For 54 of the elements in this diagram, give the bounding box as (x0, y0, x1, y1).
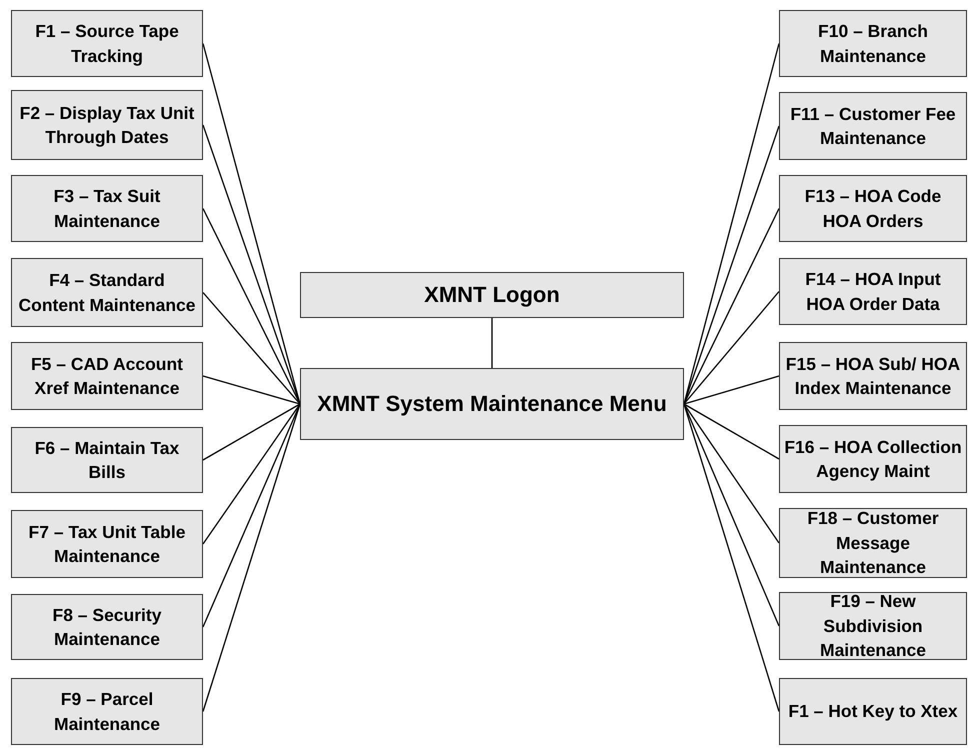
connector-line (202, 208, 301, 404)
connector-line (684, 375, 780, 405)
menu-box (779, 592, 967, 660)
box-label: F14 – HOA Input HOA Order Data (804, 268, 942, 316)
menu-box (11, 427, 203, 493)
connector-line (683, 404, 780, 544)
menu-box (11, 175, 203, 242)
connector-line (683, 208, 780, 404)
connector-line (202, 124, 301, 404)
box-label: F18 – Customer Message Maintenance (806, 507, 940, 580)
menu-box (300, 272, 684, 318)
box-label: F3 – Tax Suit Maintenance (52, 185, 162, 232)
box-label: F13 – HOA Code HOA Orders (804, 185, 942, 232)
menu-box (779, 258, 967, 325)
menu-box (300, 368, 684, 440)
box-label: F9 – Parcel Maintenance (53, 688, 161, 736)
box-label: F8 – Security Maintenance (52, 604, 162, 651)
box-label: F6 – Maintain Tax Bills (34, 436, 180, 484)
box-label: F16 – HOA Collection Agency Maint (784, 436, 962, 483)
connector-line (202, 375, 300, 405)
box-label: F5 – CAD Account Xref Maintenance (30, 352, 184, 400)
menu-box (11, 342, 203, 410)
menu-box (779, 175, 967, 242)
connector-line (684, 403, 780, 460)
menu-box (11, 594, 203, 660)
menu-box (11, 10, 203, 77)
menu-box (11, 510, 203, 578)
menu-box (779, 10, 967, 77)
box-label: F2 – Display Tax Unit Through Dates (18, 102, 196, 149)
box-label: F4 – Standard Content Maintenance (18, 269, 196, 316)
box-label: F1 – Source Tape Tracking (34, 20, 180, 68)
menu-box (11, 678, 203, 745)
box-label: F19 – New Subdivision Maintenance (819, 590, 927, 662)
connector-line (202, 404, 301, 544)
connector-line (202, 292, 300, 404)
menu-box (779, 508, 967, 578)
box-label: F15 – HOA Sub/ HOA Index Maintenance (784, 352, 962, 400)
box-label: XMNT Logon (424, 282, 560, 308)
connector-line (491, 318, 493, 368)
menu-box (779, 678, 967, 745)
menu-box (779, 425, 967, 493)
box-label: XMNT System Maintenance Menu (317, 390, 667, 418)
menu-box (11, 90, 203, 160)
box-label: F1 – Hot Key to Xtex (788, 700, 958, 724)
connector-line (202, 404, 301, 628)
box-label: F10 – Branch Maintenance (817, 20, 929, 68)
menu-box (779, 342, 967, 410)
menu-box (779, 92, 967, 160)
menu-box (11, 258, 203, 327)
connector-line (202, 403, 300, 461)
connector-line (202, 404, 301, 712)
box-label: F11 – Customer Fee Maintenance (789, 102, 957, 150)
box-label: F7 – Tax Unit Table Maintenance (28, 520, 186, 568)
connector-line (684, 291, 780, 404)
